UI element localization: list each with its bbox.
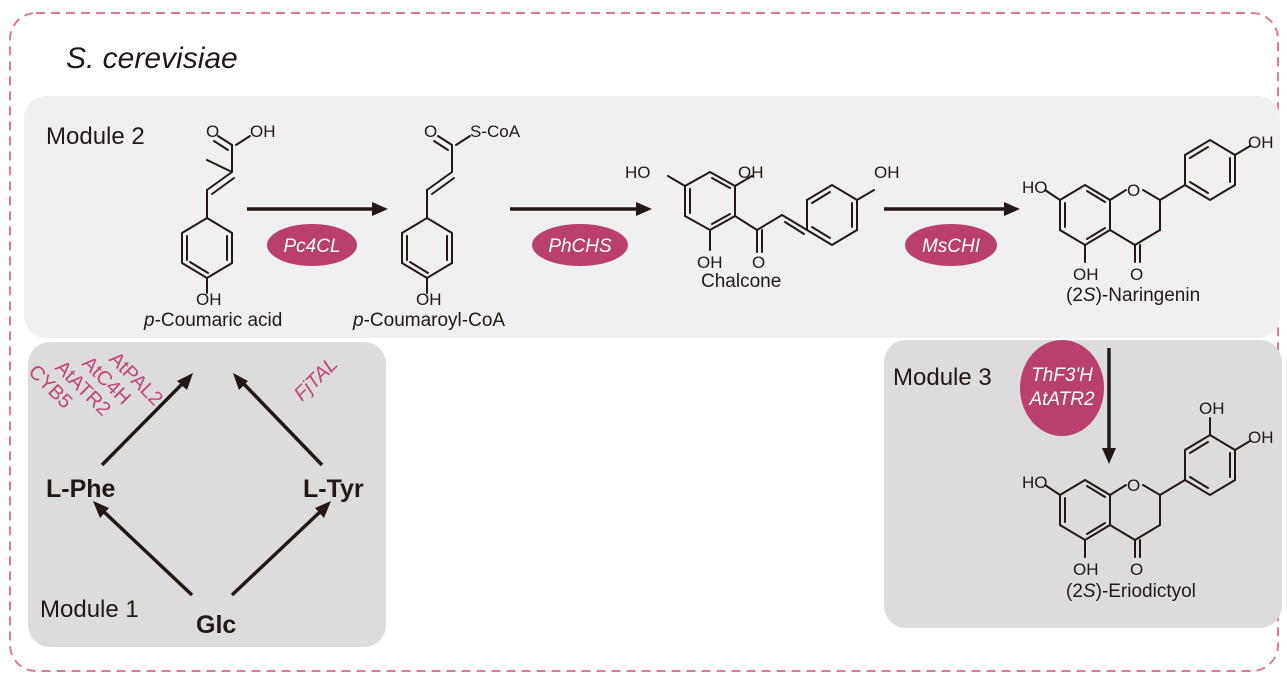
arrow-glc-to-phe bbox=[100, 508, 194, 597]
atom-s-coa: S-CoA bbox=[470, 122, 521, 141]
atom-oh: OH bbox=[1248, 428, 1274, 447]
atom-oh: OH bbox=[874, 163, 900, 182]
atom-o: O bbox=[1130, 560, 1143, 579]
glc-label: Glc bbox=[196, 611, 236, 639]
atom-oh: OH bbox=[1073, 560, 1099, 579]
atom-oh: OH bbox=[738, 163, 764, 182]
atom-ho: HO bbox=[625, 163, 651, 182]
organism-title: S. cerevisiae bbox=[66, 42, 238, 75]
module-3-label: Module 3 bbox=[893, 364, 992, 391]
l-tyr-label: L-Tyr bbox=[303, 475, 364, 503]
arrowhead bbox=[93, 501, 109, 518]
enzyme-mschi: MsCHI bbox=[922, 236, 981, 257]
eriodictyol-structure bbox=[1044, 417, 1251, 558]
l-phe-label: L-Phe bbox=[46, 475, 116, 503]
p-coumaric-acid-label: p-Coumaric acid bbox=[143, 310, 282, 331]
atom-oh: OH bbox=[1199, 399, 1225, 418]
atom-oh: OH bbox=[196, 290, 222, 309]
enzyme-phchs: PhCHS bbox=[548, 236, 612, 257]
atom-ho: HO bbox=[1022, 178, 1048, 197]
chalcone-label: Chalcone bbox=[701, 271, 781, 292]
atom-ho: HO bbox=[1022, 473, 1048, 492]
naringenin-label: (2S)-Naringenin bbox=[1066, 285, 1200, 306]
chalcone-structure bbox=[667, 170, 875, 253]
eriodictyol-label: (2S)-Eriodictyol bbox=[1066, 581, 1196, 602]
module-2-label: Module 2 bbox=[46, 123, 145, 150]
atom-o: O bbox=[424, 122, 437, 141]
arrowhead bbox=[1102, 448, 1116, 464]
p-coumaric-acid-structure bbox=[181, 135, 251, 294]
naringenin-structure bbox=[1044, 138, 1251, 263]
enzyme-phchs-ellipse bbox=[532, 224, 628, 266]
atom-o: O bbox=[1127, 476, 1140, 495]
atom-o: O bbox=[1127, 181, 1140, 200]
enzyme-mschi-ellipse bbox=[905, 224, 997, 266]
enzyme-f3h-ellipse bbox=[1020, 340, 1104, 436]
arrowhead bbox=[372, 202, 388, 216]
enzyme-atatr2: AtATR2 bbox=[1028, 389, 1095, 410]
module-2-panel bbox=[24, 96, 1280, 338]
arrowhead bbox=[636, 202, 652, 216]
module-1-label: Module 1 bbox=[40, 596, 139, 623]
p-coumaroyl-coa-label: p-Coumaroyl-CoA bbox=[352, 310, 505, 331]
module-3-panel bbox=[884, 340, 1282, 628]
arrow-glc-to-tyr bbox=[230, 508, 324, 597]
arrow-phe-to-pca bbox=[100, 380, 186, 467]
enzyme-pc4cl: Pc4CL bbox=[283, 236, 340, 257]
p-coumaroyl-coa-structure bbox=[401, 135, 471, 294]
arrowhead bbox=[315, 501, 331, 518]
atom-o: O bbox=[206, 122, 219, 141]
atom-oh: OH bbox=[250, 122, 276, 141]
enzyme-pc4cl-ellipse bbox=[267, 224, 357, 266]
arrowhead bbox=[1004, 202, 1020, 216]
arrow-tyr-to-pca bbox=[240, 380, 324, 467]
atom-oh: OH bbox=[697, 253, 723, 272]
atom-oh: OH bbox=[1248, 133, 1274, 152]
atom-o: O bbox=[752, 253, 765, 272]
module-1-panel bbox=[28, 342, 386, 647]
arrowhead bbox=[177, 373, 193, 390]
atom-o: O bbox=[1130, 265, 1143, 284]
atom-oh: OH bbox=[1073, 265, 1099, 284]
arrowhead bbox=[233, 373, 248, 390]
enzyme-thf3h: ThF3'H bbox=[1031, 365, 1093, 386]
cell-boundary bbox=[9, 12, 1279, 672]
atom-oh: OH bbox=[416, 290, 442, 309]
